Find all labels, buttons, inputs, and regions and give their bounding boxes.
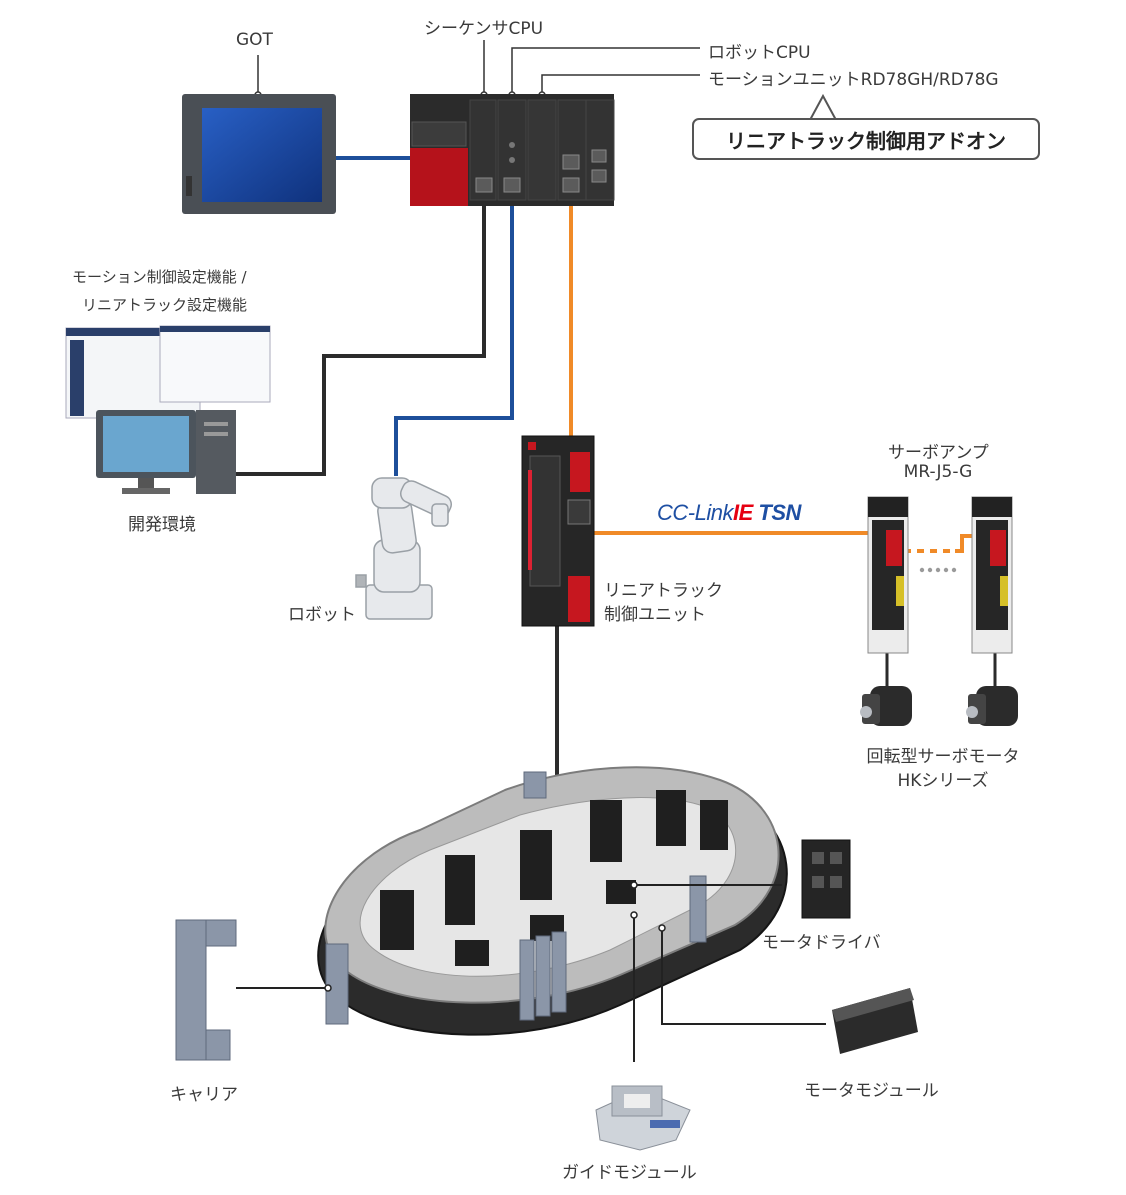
linear-unit-label-2: 制御ユニット	[604, 605, 706, 625]
servo-motor-1	[860, 686, 912, 726]
callout-pointer	[809, 93, 837, 121]
guide-module-part	[595, 1085, 691, 1151]
motion-settings-label-2: リニアトラック設定機能	[82, 296, 248, 314]
dev-env-cable	[236, 190, 486, 476]
motor-module-label: モータモジュール	[804, 1081, 939, 1101]
motor-module-part	[832, 988, 918, 1054]
ellipsis-dots	[919, 567, 957, 573]
robot-cable	[394, 190, 514, 476]
addon-callout: リニアトラック制御用アドオン	[692, 118, 1040, 160]
robot-label: ロボット	[288, 605, 356, 625]
carrier-part	[175, 919, 237, 1061]
linear-control-unit	[521, 435, 595, 627]
got-device	[182, 94, 336, 214]
motion-unit-label: モーションユニットRD78GH/RD78G	[708, 70, 999, 90]
servo-motor-label-2: HKシリーズ	[897, 771, 989, 791]
motor-driver-part	[801, 839, 851, 919]
carrier-label: キャリア	[170, 1085, 238, 1105]
leader-robot-cpu	[511, 47, 700, 95]
motion-settings-label-1: モーション制御設定機能 /	[72, 268, 247, 286]
robot-arm	[355, 477, 453, 620]
amp-link-end	[955, 534, 972, 553]
servo-amp-label-2: MR-J5-G	[903, 462, 973, 482]
robot-cpu-label: ロボットCPU	[708, 43, 811, 63]
dev-env-pc	[65, 325, 271, 494]
servo-motor-2	[966, 686, 1018, 726]
servo-amp-1	[867, 496, 909, 654]
linear-unit-label-1: リニアトラック	[604, 581, 723, 601]
servo-amp-label-1: サーボアンプ	[888, 443, 989, 463]
sequencer-cpu-label: シーケンサCPU	[424, 19, 544, 39]
guide-module-label: ガイドモジュール	[562, 1163, 697, 1183]
dev-env-label: 開発環境	[128, 515, 196, 535]
cc-link-ie-tsn-logo: CC-LinkIE TSN	[657, 500, 801, 525]
servo-motor-label-1: 回転型サーボモータ	[866, 747, 1020, 767]
leader-motion-unit	[541, 74, 700, 95]
plc-rack	[410, 94, 615, 206]
got-label: GOT	[236, 30, 273, 50]
linear-track	[317, 766, 788, 1036]
motor-driver-label: モータドライバ	[762, 933, 881, 953]
servo-amp-2	[971, 496, 1013, 654]
